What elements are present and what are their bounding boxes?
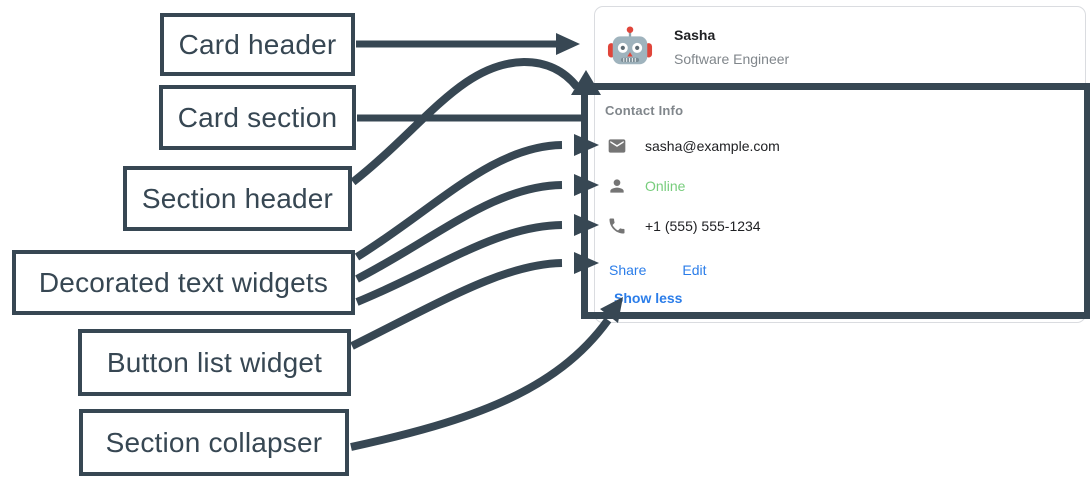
label-section-header-text: Section header [141,182,334,214]
edit-button[interactable]: Edit [682,262,707,278]
section-collapser-button[interactable]: Show less [614,290,683,306]
decorated-text-row-email: sasha@example.com [607,135,780,157]
person-icon [610,179,624,193]
phone-icon [609,218,625,234]
decorated-text-row-phone: +1 (555) 555-1234 [607,215,761,237]
decorated-text-arrow-2 [355,181,563,283]
button-list: Share Edit [609,262,706,278]
label-decorated-text-widgets: Decorated text widgets [12,250,355,315]
label-decorated-text-widgets-text: Decorated text widgets [38,266,329,298]
phone-text: +1 (555) 555-1234 [645,218,761,234]
decorated-text-row-status: Online [607,175,685,197]
label-button-list-widget: Button list widget [78,329,351,396]
robot-avatar-icon [607,26,653,65]
status-text: Online [645,178,686,194]
email-icon [608,139,626,153]
label-section-header: Section header [123,166,352,231]
button-list-arrow [350,259,563,350]
share-button[interactable]: Share [609,262,647,278]
card-header-name: Sasha [674,27,716,43]
label-section-collapser-text: Section collapser [105,426,323,458]
section-header-arrow [350,57,581,186]
section-header-title: Contact Info [605,103,684,118]
section-collapser-arrow [350,317,612,451]
card-header: Sasha Software Engineer [595,7,1085,89]
label-card-header: Card header [160,13,355,76]
decorated-text-arrow-3 [355,221,563,306]
decorated-text-arrow-1 [354,141,563,261]
card-header-subtitle: Software Engineer [674,51,790,67]
card-header-arrowhead [556,33,580,55]
label-card-section-text: Card section [177,101,338,133]
contact-card: Sasha Software Engineer Contact Info sas… [594,6,1086,323]
label-card-section: Card section [159,85,356,150]
label-button-list-widget-text: Button list widget [106,346,323,378]
label-section-collapser: Section collapser [79,409,349,476]
label-card-header-text: Card header [178,28,337,60]
email-text: sasha@example.com [645,138,780,154]
